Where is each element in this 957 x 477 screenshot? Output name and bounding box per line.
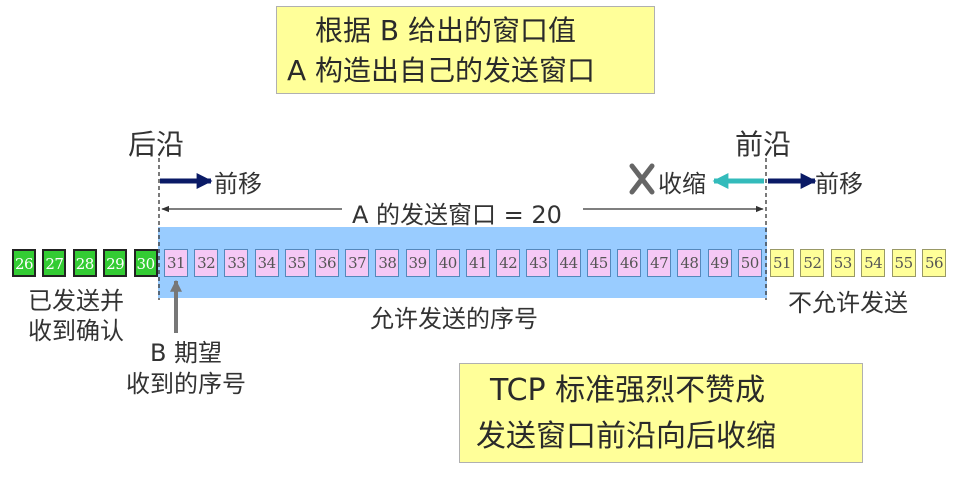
seq-cell-30: 30 [133, 249, 158, 277]
top-note-line2: A 构造出自己的发送窗口 [287, 54, 596, 87]
seq-cell-43: 43 [526, 249, 551, 277]
acked-label-line1: 已发送并 [28, 287, 124, 315]
seq-cell-45: 45 [586, 249, 611, 277]
seq-cell-38: 38 [375, 249, 400, 277]
bottom-note-line1: TCP 标准强烈不赞成 [490, 373, 766, 408]
window-size-label: A 的发送窗口 = 20 [352, 201, 562, 229]
seq-cell-56: 56 [922, 249, 946, 277]
bottom-note-line2: 发送窗口前沿向后收缩 [476, 419, 776, 454]
seq-cell-52: 52 [800, 249, 825, 277]
seq-cell-46: 46 [617, 249, 641, 277]
b-expect-label-line1: B 期望 [149, 339, 223, 367]
shrink-label: 收缩 [658, 170, 706, 198]
bottom-note: TCP 标准强烈不赞成 发送窗口前沿向后收缩 [459, 363, 863, 463]
seq-cell-54: 54 [861, 249, 886, 277]
seq-cell-55: 55 [891, 249, 916, 277]
rear-edge-label: 后沿 [128, 128, 185, 161]
front-edge-label: 前沿 [735, 128, 792, 161]
seq-cell-36: 36 [315, 249, 339, 277]
allowed-seq-label: 允许发送的序号 [370, 305, 538, 333]
seq-cell-49: 49 [707, 249, 732, 277]
seq-cell-47: 47 [647, 249, 672, 277]
b-expect-label-line2: 收到的序号 [126, 370, 246, 398]
seq-cell-39: 39 [405, 249, 430, 277]
rear-move-forward-label: 前移 [214, 170, 262, 198]
seq-cell-53: 53 [830, 249, 855, 277]
seq-cell-37: 37 [345, 249, 370, 277]
top-note: 根据 B 给出的窗口值 A 构造出自己的发送窗口 [276, 6, 655, 94]
seq-cell-33: 33 [224, 249, 249, 277]
not-allowed-label: 不允许发送 [788, 289, 908, 317]
seq-cell-28: 28 [72, 249, 97, 277]
seq-cell-32: 32 [194, 249, 219, 277]
seq-cell-26: 26 [12, 249, 36, 277]
top-note-line1: 根据 B 给出的窗口值 [315, 14, 577, 47]
seq-cell-44: 44 [556, 249, 581, 277]
seq-cell-50: 50 [737, 249, 762, 277]
seq-cell-34: 34 [254, 249, 279, 277]
seq-cell-29: 29 [103, 249, 128, 277]
seq-cell-41: 41 [466, 249, 490, 277]
seq-cell-42: 42 [496, 249, 521, 277]
seq-cell-40: 40 [435, 249, 460, 277]
x-mark-icon [629, 163, 655, 195]
acked-label-line2: 收到确认 [28, 317, 124, 345]
seq-cell-27: 27 [42, 249, 67, 277]
b-expect-label: B 期望 收到的序号 [126, 338, 246, 400]
acked-label: 已发送并 收到确认 [28, 286, 124, 346]
seq-cell-48: 48 [677, 249, 702, 277]
seq-cell-35: 35 [284, 249, 309, 277]
seq-cell-31: 31 [164, 249, 188, 277]
seq-cell-51: 51 [770, 249, 794, 277]
front-move-forward-label: 前移 [815, 170, 863, 198]
